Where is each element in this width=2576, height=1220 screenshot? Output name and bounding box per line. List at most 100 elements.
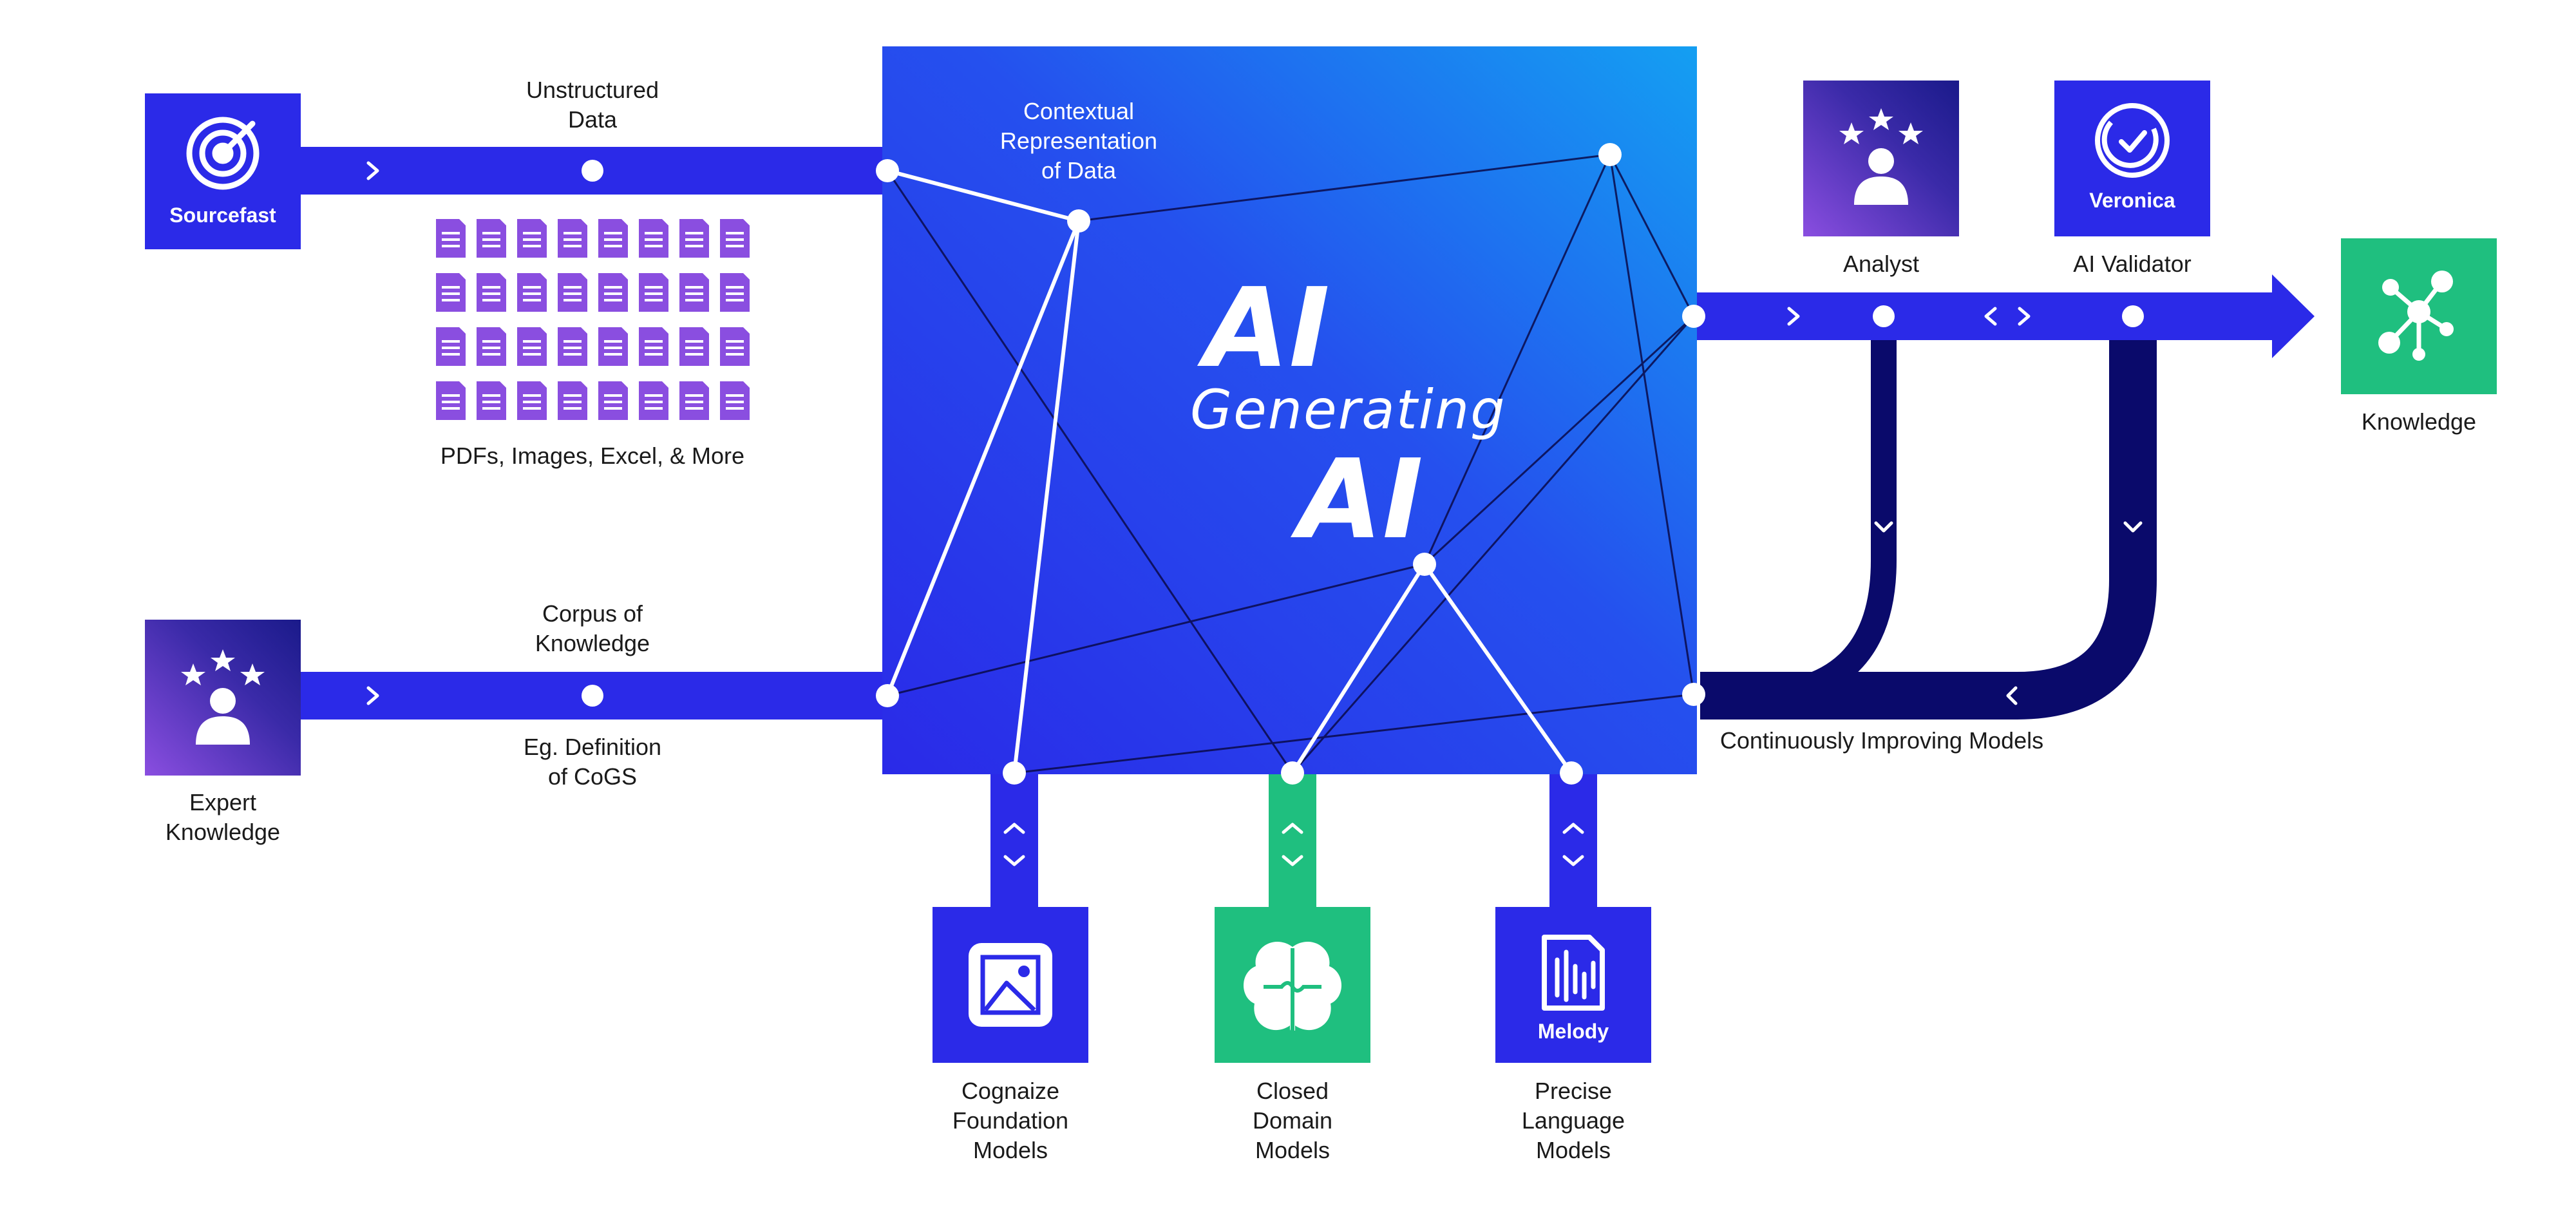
document-icon <box>436 273 466 312</box>
output-arrowhead <box>2272 274 2315 358</box>
closed-domain-label-2: Domain <box>1253 1107 1332 1134</box>
network-node <box>1598 143 1622 166</box>
chevron-right-icon <box>366 161 379 180</box>
document-icon <box>517 219 547 258</box>
document-icon <box>598 327 628 366</box>
continuous-improvement-label: Continuously Improving Models <box>1720 727 2043 754</box>
ai-heading-bottom: AI <box>1290 436 1423 564</box>
precise-language-connector <box>1549 773 1597 915</box>
veronica-badge: Veronica <box>2089 189 2175 212</box>
corpus-label-1: Corpus of <box>542 600 643 627</box>
document-icon <box>679 381 709 420</box>
chevron-down-icon <box>1562 855 1584 866</box>
document-icon <box>436 327 466 366</box>
image-frame-icon <box>969 943 1052 1027</box>
document-icon <box>477 219 506 258</box>
document-icon <box>558 273 587 312</box>
output-flow-bar <box>1674 292 2275 340</box>
network-bold-lines <box>886 169 1573 774</box>
unstructured-data-label-2: Data <box>568 106 618 133</box>
chevron-up-icon <box>1562 823 1584 834</box>
contextual-label-3: of Data <box>1041 157 1117 184</box>
document-waveform-icon <box>1542 935 1605 1011</box>
document-icon <box>477 273 506 312</box>
document-icon <box>558 327 587 366</box>
chevron-left-icon <box>2006 686 2018 705</box>
chevron-down-icon <box>1874 521 1893 533</box>
ai-core-panel <box>882 46 1697 774</box>
network-node <box>1067 209 1090 233</box>
sourcefast-tile[interactable]: Sourcefast <box>145 93 301 249</box>
document-icon <box>720 327 750 366</box>
document-icon <box>679 273 709 312</box>
contextual-label-1: Contextual <box>1023 98 1134 124</box>
chevron-down-icon <box>1282 855 1303 866</box>
chevron-left-icon <box>1984 307 1997 326</box>
document-icon <box>436 219 466 258</box>
files-caption: PDFs, Images, Excel, & More <box>440 443 744 469</box>
flow-node <box>582 160 603 182</box>
closed-domain-label-1: Closed <box>1256 1078 1329 1104</box>
chevron-right-icon <box>366 686 379 705</box>
chevron-up-icon <box>1282 823 1303 834</box>
document-icon <box>639 273 668 312</box>
ai-heading-top: AI <box>1197 265 1330 392</box>
chevron-right-icon <box>1787 307 1800 326</box>
document-icon <box>598 273 628 312</box>
network-node <box>876 684 899 707</box>
closed-domain-connector <box>1269 773 1316 915</box>
foundation-models-label-2: Foundation <box>952 1107 1068 1134</box>
expert-knowledge-label-1: Expert <box>189 789 256 815</box>
melody-tile[interactable]: Melody <box>1495 907 1651 1063</box>
document-icon <box>639 219 668 258</box>
document-icon <box>517 381 547 420</box>
flow-node <box>1873 305 1895 327</box>
document-icon <box>720 381 750 420</box>
precise-language-label-3: Models <box>1536 1137 1611 1163</box>
network-node <box>1281 761 1304 785</box>
expert-knowledge-tile[interactable] <box>145 620 301 776</box>
corpus-label-2: Knowledge <box>535 630 650 656</box>
melody-badge: Melody <box>1538 1020 1609 1043</box>
document-icon <box>598 219 628 258</box>
foundation-models-tile[interactable] <box>933 907 1088 1063</box>
document-icon <box>558 381 587 420</box>
expert-stars-person-icon <box>181 649 265 745</box>
chevron-down-icon <box>2123 521 2143 533</box>
document-icon <box>517 273 547 312</box>
knowledge-tile[interactable] <box>2341 238 2497 394</box>
analyst-tile[interactable] <box>1803 81 1959 236</box>
document-icon <box>598 381 628 420</box>
network-thin-lines <box>886 153 1695 774</box>
analyst-label: Analyst <box>1843 251 1919 277</box>
unstructured-data-label-1: Unstructured <box>526 77 659 103</box>
foundation-models-label-1: Cognaize <box>961 1078 1059 1104</box>
file-type-icons-grid <box>436 219 750 420</box>
document-icon <box>436 381 466 420</box>
analyst-stars-person-icon <box>1839 108 1923 205</box>
analyst-feedback-loop <box>1748 335 1897 709</box>
network-nodes-icon <box>2378 271 2454 361</box>
document-icon <box>517 327 547 366</box>
network-node <box>1682 683 1705 706</box>
document-icon <box>477 327 506 366</box>
network-nodes <box>876 143 1705 785</box>
veronica-tile[interactable]: Veronica <box>2054 81 2210 236</box>
contextual-label-2: Representation <box>1000 128 1157 154</box>
network-node <box>1003 761 1026 785</box>
brain-puzzle-icon <box>1243 941 1342 1031</box>
precise-language-label-1: Precise <box>1535 1078 1612 1104</box>
example-label-2: of CoGS <box>548 763 637 790</box>
sourcefast-label: Sourcefast <box>169 204 276 227</box>
network-node <box>876 159 899 182</box>
foundation-models-label-3: Models <box>973 1137 1048 1163</box>
check-target-icon <box>2095 103 2170 178</box>
network-node <box>1560 761 1583 785</box>
document-icon <box>558 219 587 258</box>
network-node <box>1682 305 1705 328</box>
flow-node <box>582 685 603 707</box>
closed-domain-models-tile[interactable] <box>1215 907 1370 1063</box>
document-icon <box>639 381 668 420</box>
expert-knowledge-label-2: Knowledge <box>166 819 280 845</box>
